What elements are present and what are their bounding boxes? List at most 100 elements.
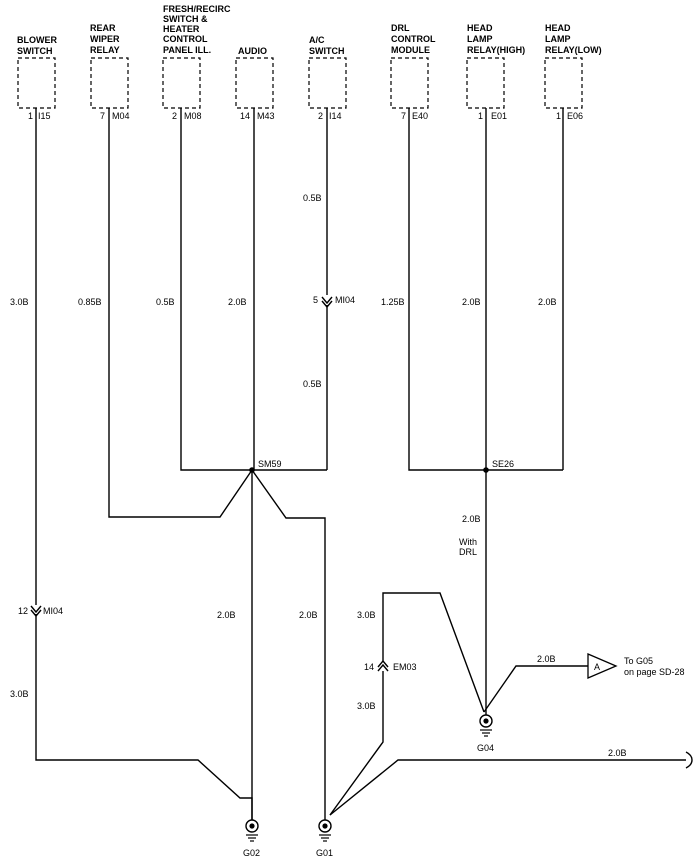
head-lamp-low-label: HEAD LAMP RELAY(LOW) — [545, 23, 602, 55]
svg-text:DRL: DRL — [391, 23, 410, 33]
inline-connector-mi04-ac-icon-2 — [321, 300, 333, 309]
svg-text:RELAY: RELAY — [90, 45, 120, 55]
wire-label-drl: 1.25B — [381, 297, 405, 307]
mi04-ac-pin: 5 — [313, 295, 318, 305]
wire-g04-em03 — [329, 592, 485, 816]
note-with-drl-2: DRL — [459, 547, 477, 557]
ground-g02-label: G02 — [243, 848, 260, 858]
ground-g01-icon — [318, 819, 332, 842]
offpage-text-1: To G05 — [624, 656, 653, 666]
wire-label-em03-lower: 3.0B — [357, 701, 376, 711]
pin-audio: 14 — [240, 111, 250, 121]
wire-label-g01-right: 2.0B — [608, 748, 627, 758]
inline-connector-mi04-ac-icon — [321, 296, 333, 305]
mi04-blower-pin: 12 — [18, 606, 28, 616]
wire-sm59-g01 — [251, 469, 326, 820]
audio-box — [235, 57, 274, 109]
wire-label-se26-down: 2.0B — [462, 514, 481, 524]
pin-hl-low: 1 — [556, 111, 561, 121]
wire-label-hl-low: 2.0B — [538, 297, 557, 307]
pin-rear-wiper: 7 — [100, 111, 105, 121]
splice-se26-dot — [483, 467, 489, 473]
inline-connector-mi04-blower-icon — [30, 605, 42, 614]
wire-label-audio: 2.0B — [228, 297, 247, 307]
ground-g02-icon — [245, 819, 259, 842]
wire-label-blower-lower: 3.0B — [10, 689, 29, 699]
ground-g01-label: G01 — [316, 848, 333, 858]
inline-connector-em03-icon — [377, 659, 389, 668]
head-lamp-low-box — [544, 57, 583, 109]
wire-label-fresh: 0.5B — [156, 297, 175, 307]
fresh-recirc-box — [162, 57, 201, 109]
wire-label-sm59-g02: 2.0B — [217, 610, 236, 620]
wire-drl — [408, 108, 563, 471]
conn-blower: I15 — [38, 111, 51, 121]
blower-switch-box — [17, 57, 56, 109]
inline-connector-mi04-blower-icon-2 — [30, 609, 42, 618]
audio-label: AUDIO — [238, 46, 267, 56]
ground-g04-label: G04 — [477, 743, 494, 753]
wire-continuation-mark — [685, 751, 693, 769]
rear-wiper-relay-box — [90, 57, 129, 109]
conn-audio: M43 — [257, 111, 275, 121]
pin-ac: 2 — [318, 111, 323, 121]
wire-label-em03-upper: 3.0B — [357, 610, 376, 620]
drl-module-label: DRL CONTROL MODULE — [391, 23, 436, 55]
svg-text:SWITCH &: SWITCH & — [163, 14, 208, 24]
wire-fresh — [180, 108, 327, 471]
splice-sm59-dot — [249, 467, 255, 473]
offpage-connector-icon — [587, 653, 618, 679]
wire-label-ac-lower: 0.5B — [303, 379, 322, 389]
em03-name: EM03 — [393, 662, 417, 672]
svg-text:MODULE: MODULE — [391, 45, 430, 55]
svg-text:LAMP: LAMP — [467, 34, 493, 44]
wire-rear-wiper — [108, 108, 253, 518]
wire-label-blower-upper: 3.0B — [10, 297, 29, 307]
svg-text:PANEL ILL.: PANEL ILL. — [163, 45, 211, 55]
drl-module-box — [390, 57, 429, 109]
svg-text:WIPER: WIPER — [90, 34, 120, 44]
wire-label-ac-upper: 0.5B — [303, 193, 322, 203]
svg-text:FRESH/RECIRC: FRESH/RECIRC — [163, 4, 231, 14]
mi04-ac-name: MI04 — [335, 295, 355, 305]
offpage-text-2: on page SD-28 — [624, 667, 685, 677]
svg-text:HEAD: HEAD — [467, 23, 493, 33]
splice-se26-label: SE26 — [492, 459, 514, 469]
conn-rear-wiper: M04 — [112, 111, 130, 121]
svg-text:BLOWER: BLOWER — [17, 35, 57, 45]
ac-switch-label: A/C SWITCH — [309, 35, 345, 56]
conn-hl-low: E06 — [567, 111, 583, 121]
ac-switch-box — [308, 57, 347, 109]
wire-g04-a — [483, 665, 588, 713]
svg-text:CONTROL: CONTROL — [391, 34, 436, 44]
svg-text:CONTROL: CONTROL — [163, 34, 208, 44]
pin-fresh: 2 — [172, 111, 177, 121]
splice-sm59-label: SM59 — [258, 459, 282, 469]
pin-hl-high: 1 — [478, 111, 483, 121]
svg-text:A/C: A/C — [309, 35, 325, 45]
conn-ac: I14 — [329, 111, 342, 121]
conn-fresh: M08 — [184, 111, 202, 121]
offpage-letter: A — [594, 662, 600, 672]
svg-text:RELAY(HIGH): RELAY(HIGH) — [467, 45, 525, 55]
svg-text:RELAY(LOW): RELAY(LOW) — [545, 45, 602, 55]
svg-text:HEAD: HEAD — [545, 23, 571, 33]
svg-text:AUDIO: AUDIO — [238, 46, 267, 56]
wire-label-sm59-g01: 2.0B — [299, 610, 318, 620]
blower-switch-label: BLOWER SWITCH — [17, 35, 57, 56]
svg-text:SWITCH: SWITCH — [309, 46, 345, 56]
fresh-recirc-label: FRESH/RECIRC SWITCH & HEATER CONTROL PAN… — [163, 4, 231, 55]
svg-text:LAMP: LAMP — [545, 34, 571, 44]
mi04-blower-name: MI04 — [43, 606, 63, 616]
pin-drl: 7 — [401, 111, 406, 121]
em03-pin: 14 — [364, 662, 374, 672]
ground-g04-icon — [479, 714, 493, 737]
wire-label-hl-high: 2.0B — [462, 297, 481, 307]
note-with-drl-1: With — [459, 537, 477, 547]
svg-text:SWITCH: SWITCH — [17, 46, 53, 56]
svg-text:HEATER: HEATER — [163, 24, 200, 34]
head-lamp-high-label: HEAD LAMP RELAY(HIGH) — [467, 23, 525, 55]
wire-g01-right — [329, 759, 686, 816]
wire-label-rear-wiper: 0.85B — [78, 297, 102, 307]
inline-connector-em03-icon-2 — [377, 663, 389, 672]
